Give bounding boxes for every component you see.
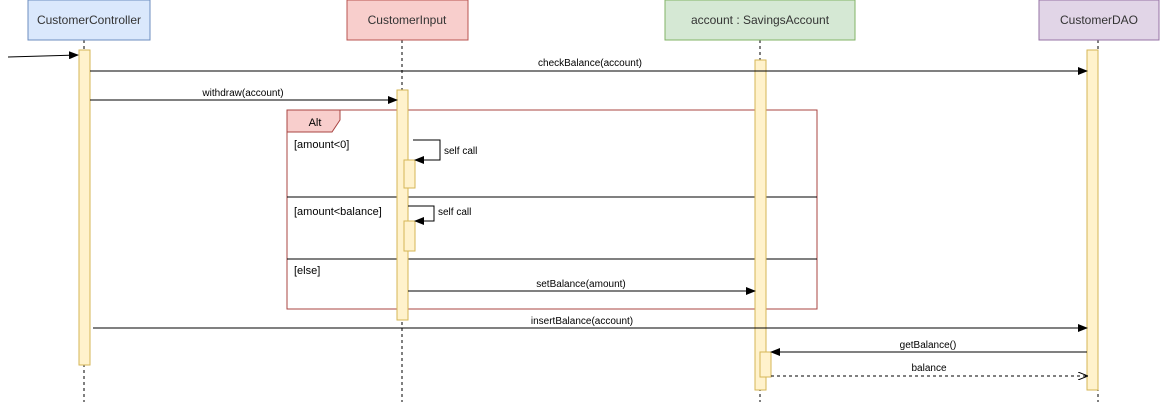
self-call-1-label: self call	[444, 146, 477, 157]
self-call-2-label: self call	[438, 207, 471, 218]
self-call-1-arrow	[413, 139, 441, 164]
message-check-balance: checkBalance(account)	[538, 58, 642, 69]
fragment-operator-tab	[286, 109, 341, 133]
activation-account	[754, 59, 767, 391]
guard-else: [else]	[294, 265, 320, 277]
message-get-balance: getBalance()	[900, 340, 957, 351]
activation-controller	[78, 49, 91, 366]
message-set-balance: setBalance(amount)	[536, 279, 626, 290]
message-balance-return: balance	[911, 363, 946, 374]
found-message-arrow	[7, 51, 79, 60]
messages: checkBalance(account) withdraw(account) …	[7, 51, 1088, 376]
message-withdraw: withdraw(account)	[201, 88, 283, 99]
participant-dao[interactable]: CustomerDAO	[1038, 0, 1160, 41]
participant-label: CustomerInput	[368, 13, 447, 27]
participant-label: CustomerController	[37, 13, 141, 27]
participant-controller[interactable]: CustomerController	[27, 0, 151, 41]
activation-input-self-1	[403, 159, 416, 189]
message-insert-balance: insertBalance(account)	[531, 316, 633, 327]
alt-fragment: Alt [amount<0] [amount<balance] [else]	[286, 109, 818, 310]
fragment-operator: Alt	[309, 117, 322, 129]
activation-dao	[1086, 49, 1099, 391]
fragment-border	[286, 109, 818, 310]
participant-account[interactable]: account : SavingsAccount	[664, 0, 856, 41]
participant-label: account : SavingsAccount	[691, 13, 830, 27]
activations	[78, 49, 1099, 391]
guard-amount-less-than-zero: [amount<0]	[294, 139, 349, 151]
activation-input-self-2	[403, 220, 416, 252]
activation-account-nested	[759, 351, 772, 378]
guard-amount-less-than-balance: [amount<balance]	[294, 206, 382, 218]
participant-label: CustomerDAO	[1060, 13, 1138, 27]
self-call-2-arrow	[408, 205, 435, 225]
participant-input[interactable]: CustomerInput	[346, 0, 469, 41]
activation-input	[396, 89, 409, 321]
